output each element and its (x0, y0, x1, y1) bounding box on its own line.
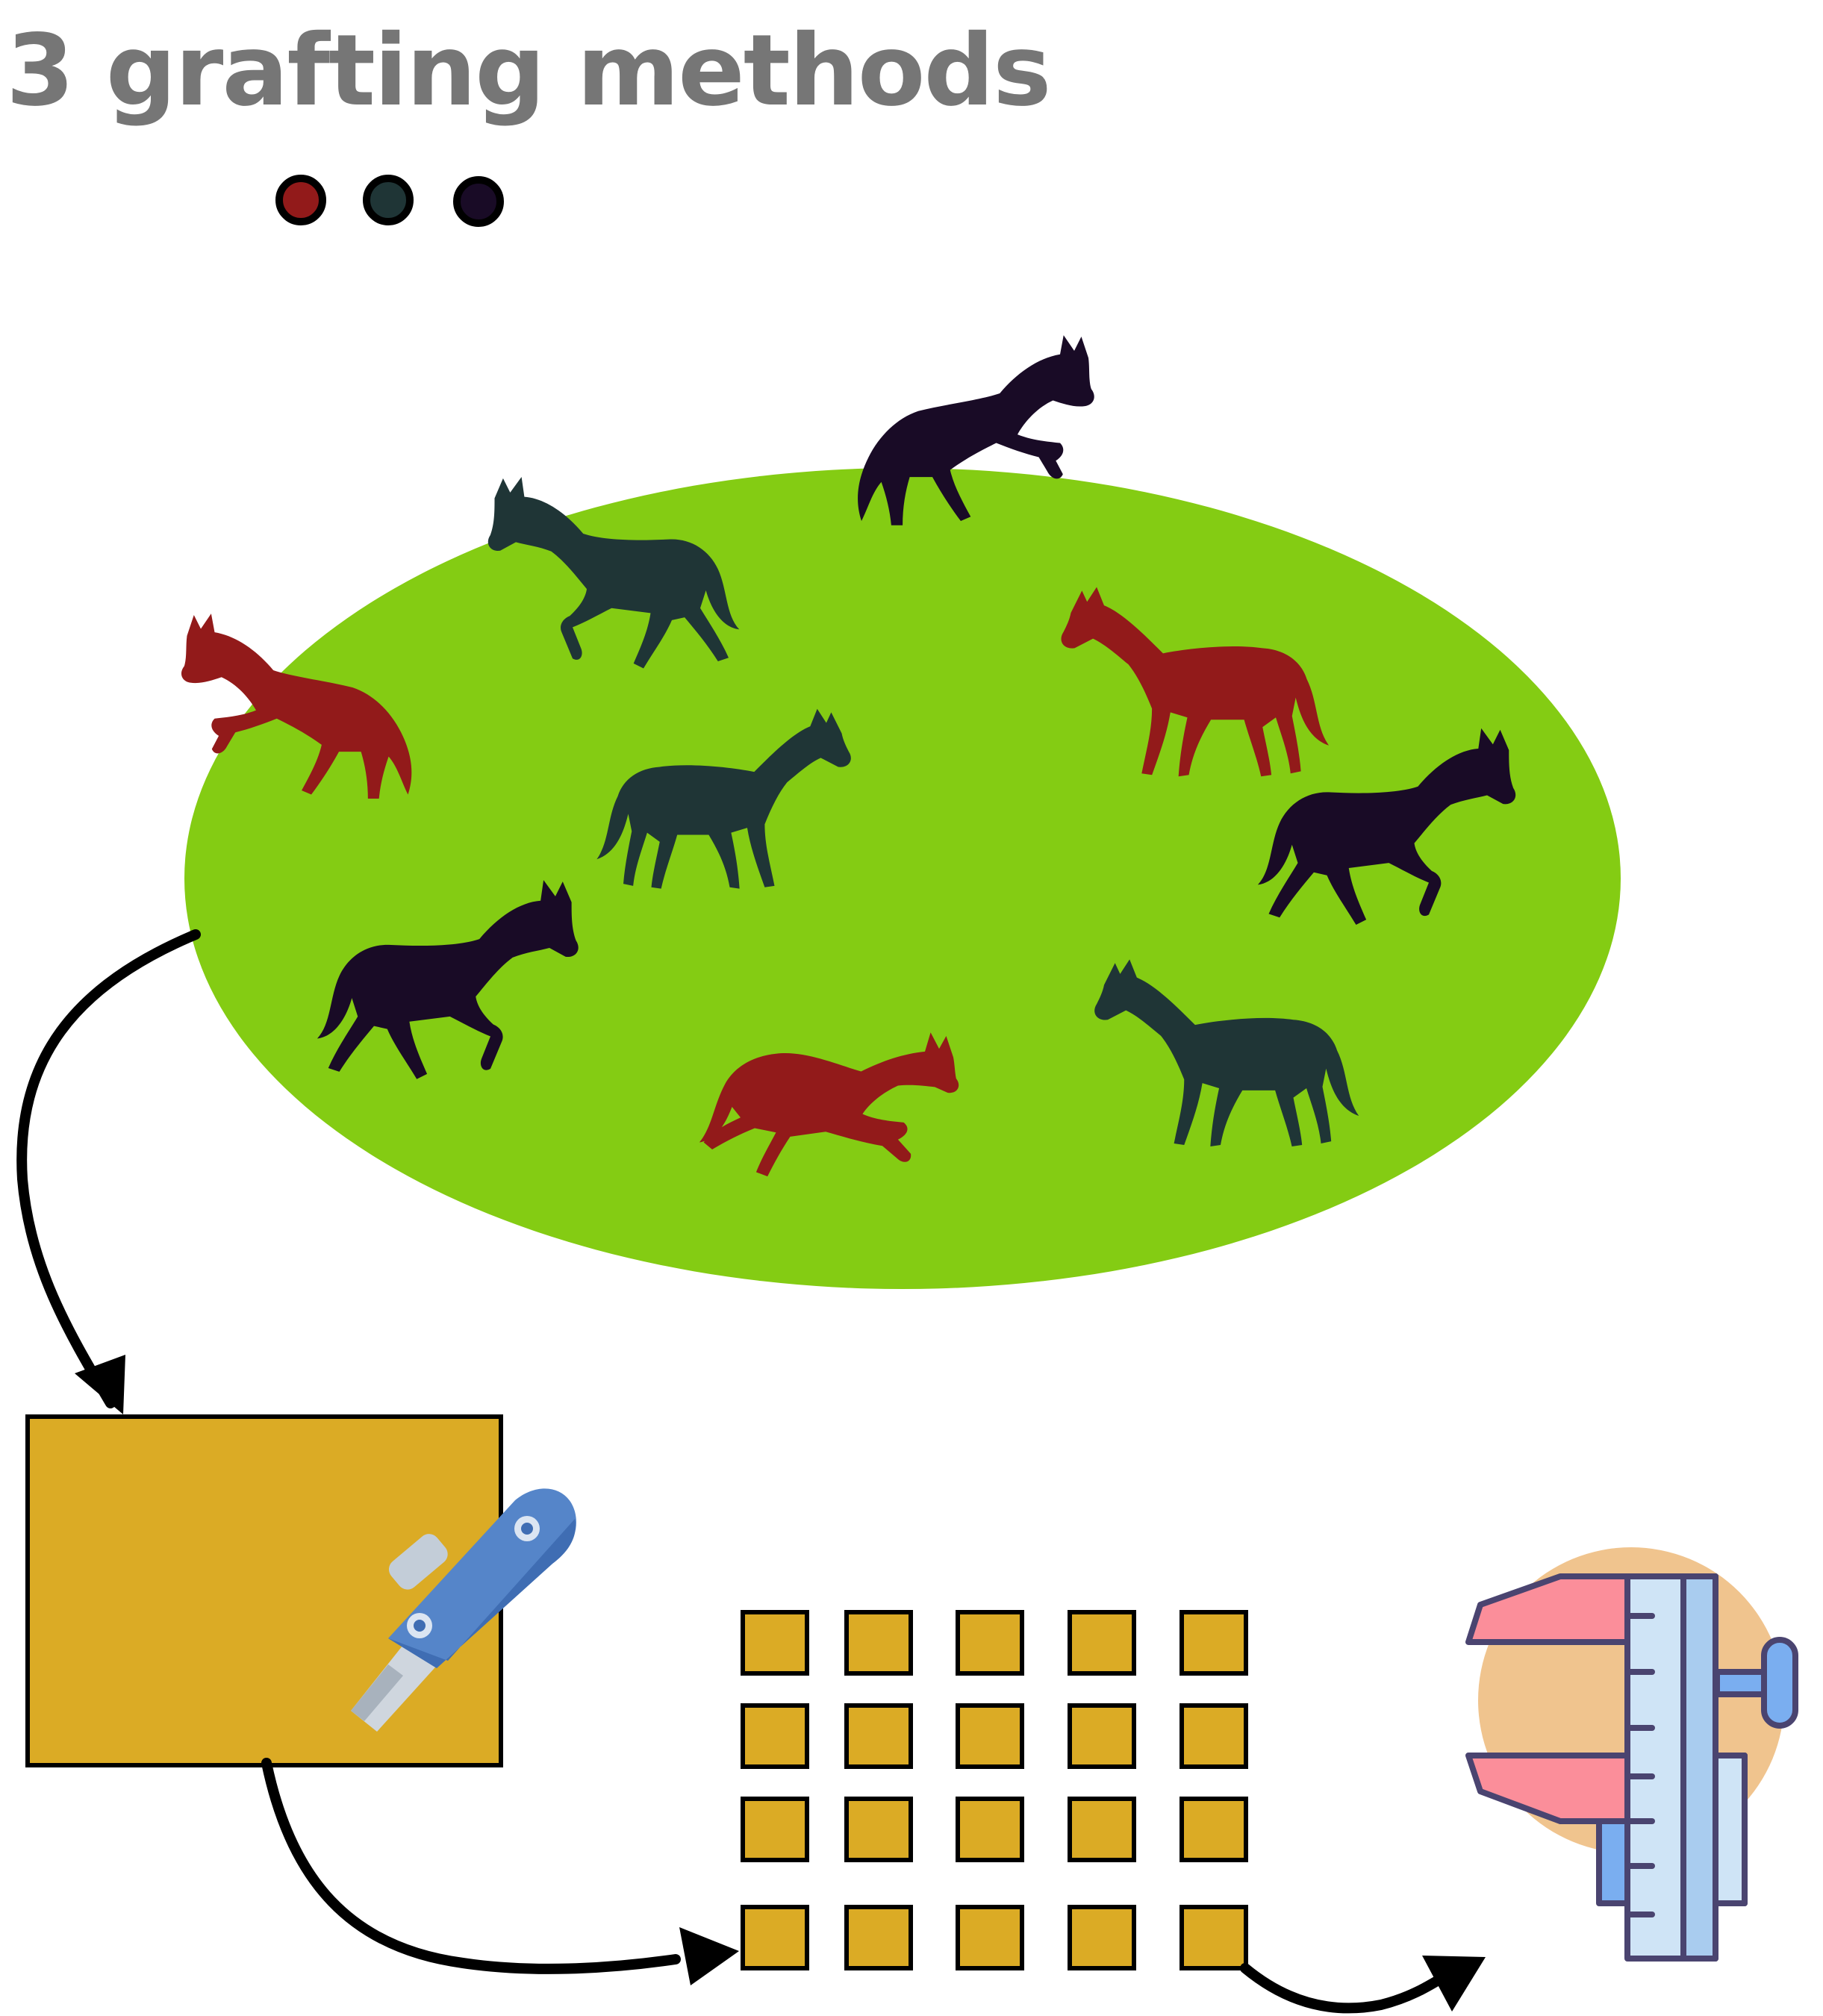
sample-square (956, 1610, 1024, 1676)
utility-knife-icon (351, 1488, 576, 1732)
sample-square (1068, 1905, 1136, 1970)
arrowhead (679, 1927, 739, 1985)
sample-square (1180, 1905, 1248, 1970)
sample-square (844, 1797, 913, 1862)
sample-square (1068, 1610, 1136, 1676)
method-dot-2 (363, 175, 414, 225)
method-legend (275, 175, 504, 227)
sample-square (1068, 1703, 1136, 1769)
arrow-field-to-block (16, 929, 201, 1408)
sample-square (844, 1703, 913, 1769)
sample-square (741, 1610, 809, 1676)
sample-square (956, 1703, 1024, 1769)
sample-square (1068, 1797, 1136, 1862)
sample-square (844, 1610, 913, 1676)
sample-square (1180, 1610, 1248, 1676)
arrowhead (1422, 1956, 1486, 2012)
sample-square (956, 1797, 1024, 1862)
method-dot-3 (453, 176, 504, 227)
method-dot-1 (275, 175, 326, 225)
caliper-icon (1465, 1547, 1798, 1962)
sample-square (741, 1905, 809, 1970)
horse-field (184, 468, 1621, 1289)
arrowhead (75, 1355, 125, 1414)
tissue-block (25, 1414, 503, 1767)
arrow-block-to-grid (261, 1758, 681, 1974)
arrow-grid-to-caliper (1240, 1963, 1450, 2014)
sample-square (741, 1703, 809, 1769)
sample-square (956, 1905, 1024, 1970)
page-title: 3 grafting methods (6, 13, 1052, 128)
sample-square (844, 1905, 913, 1970)
sample-square (1180, 1797, 1248, 1862)
sample-square (1180, 1703, 1248, 1769)
sample-square (741, 1797, 809, 1862)
sample-grid (741, 1610, 1248, 1970)
